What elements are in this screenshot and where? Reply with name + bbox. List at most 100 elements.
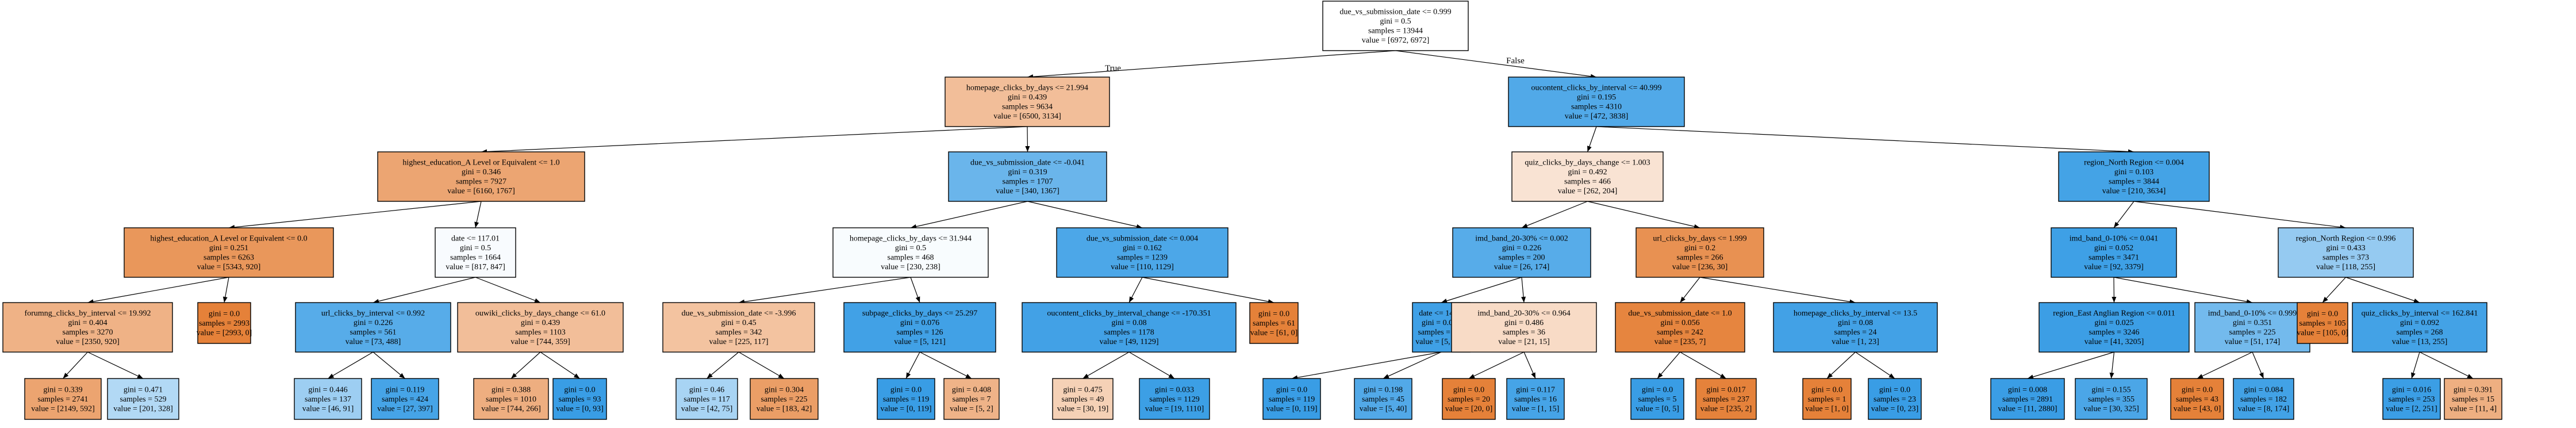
node-box [1990,378,2065,420]
node-text-line: value = [2350, 920] [56,338,120,346]
node-box [1630,378,1684,420]
edge-arrowhead [906,372,911,379]
tree-edge [2197,351,2253,379]
node-box [1452,227,1591,278]
tree-edge [1027,201,1143,228]
node-text-line: value = [235, 2] [1700,404,1752,413]
node-text-line: samples = 1707 [1003,178,1053,186]
node-text-line: gini = 0.117 [1516,385,1555,394]
node-text-line: samples = 2741 [38,395,89,404]
node-text-line: gini = 0.08 [1838,319,1873,327]
node-text-line: samples = 93 [559,395,601,404]
tree-edge [1521,201,1588,228]
tree-edge [328,351,374,379]
node-text-line: gini = 0.46 [689,385,724,394]
node-text-line: samples = 137 [305,395,351,404]
node-box [948,151,1107,202]
node-text-line: value = [11, 4] [2450,404,2497,413]
node-text-line: gini = 0.319 [1008,168,1047,177]
tree-edge [707,351,739,379]
node-text-line: samples = 466 [1564,178,1611,186]
node-text-line: value = [42, 75] [681,404,733,413]
tree-edge [87,277,229,303]
tree-edge [1142,277,1274,303]
tree-edges [63,50,2474,380]
node-text-line: value = [0, 5] [1636,404,1679,413]
node-text-line: value = [118, 255] [2316,263,2375,272]
node-text-line: value = [210, 3634] [2102,187,2166,196]
node-text-line: value = [49, 1129] [1099,338,1158,346]
node-box [832,227,989,278]
node-text-line: gini = 0.486 [1504,319,1544,327]
node-text-line: gini = 0.0 [1642,385,1673,394]
tree-edge [2027,351,2114,379]
node-text-line: date <= 117.01 [451,235,500,243]
node-text-line: highest_education_A Level or Equivalent … [402,159,559,167]
node-box [552,378,607,420]
node-text-line: value = [105, 0] [2297,328,2348,337]
node-text-line: samples = 268 [2397,328,2443,337]
node-text-line: samples = 253 [2389,395,2435,404]
node-text-line: gini = 0.304 [765,385,804,394]
node-text-line: quiz_clicks_by_days_change <= 1.003 [1525,159,1650,167]
split-node: oucontent_clicks_by_interval_change <= -… [1022,302,1237,353]
node-text-line: samples = 468 [888,254,934,262]
node-text-line: gini = 0.0 [890,385,922,394]
tree-edge [373,277,476,303]
node-text-line: gini = 0.0 [209,309,240,318]
node-text-line: value = [19, 1110] [1145,404,1204,413]
node-text-line: gini = 0.092 [2400,319,2439,327]
node-text-line: value = [5, 2] [950,404,993,413]
edge-arrowhead [2197,374,2203,379]
node-box [1139,378,1210,420]
node-text-line: value = [817, 847] [446,263,505,272]
node-text-line: samples = 126 [897,328,943,337]
node-box [377,151,585,202]
node-text-line: samples = 342 [716,328,762,337]
node-text-line: value = [201, 328] [113,404,173,413]
tree-edge [1657,351,1680,379]
edge-arrowhead [1827,373,1833,379]
node-text-line: samples = 117 [684,395,730,404]
node-text-line: value = [1, 0] [1805,404,1849,413]
node-text-line: gini = 0.226 [1502,244,1541,253]
node-box [2051,227,2177,278]
node-text-line: samples = 3844 [2109,178,2159,186]
edge-label-true: True [1105,64,1121,73]
tree-edge [2419,351,2474,379]
node-text-line: value = [0, 23] [1871,404,1919,413]
node-text-line: value = [27, 397] [377,404,433,413]
node-text-line: value = [11, 2880] [1998,404,2057,413]
split-node: region_East Anglian Region <= 0.011gini … [2038,302,2190,353]
node-text-line: samples = 119 [1269,395,1315,404]
edge-arrowhead [2413,298,2420,303]
tree-edge [1027,50,1396,78]
edge-arrowhead [137,374,143,379]
node-box [1868,378,1922,420]
node-text-line: value = [61, 0] [1250,328,1298,337]
edge-arrowhead [63,372,69,379]
tree-edge [510,351,541,379]
node-box [2038,302,2190,353]
node-text-line: gini = 0.408 [952,385,991,394]
node-text-line: gini = 0.391 [2454,385,2493,394]
node-text-line: gini = 0.0 [2307,309,2338,318]
edge-arrowhead [399,373,405,379]
node-text-line: gini = 0.0 [1276,385,1307,394]
node-text-line: value = [41, 3205] [2084,338,2144,346]
